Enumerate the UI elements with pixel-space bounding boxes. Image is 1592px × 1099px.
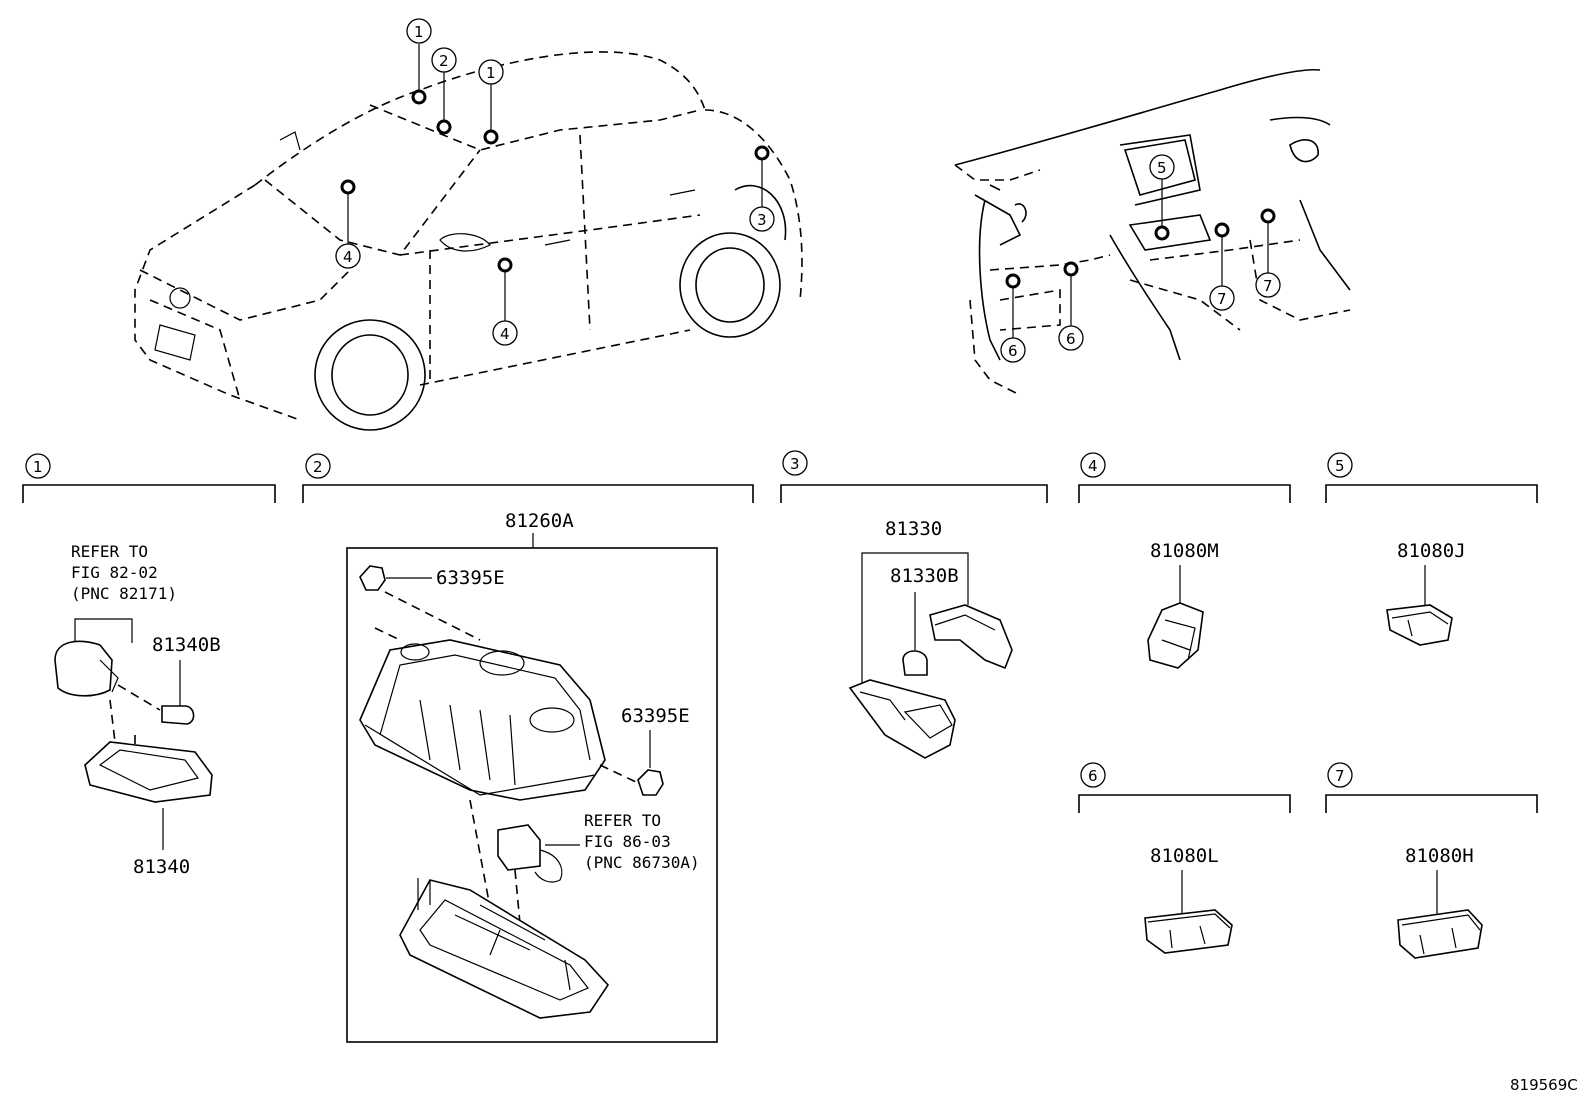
callout-1a: 1 [414,23,424,41]
clip-63395E-a [359,565,386,591]
part-81260A: 81260A [505,510,574,532]
lamp-81330 [848,679,956,759]
part-63395E-b: 63395E [621,705,690,727]
assembly-box-81260A [346,547,718,1043]
cover-81330 [929,604,1013,670]
part-81330: 81330 [885,518,942,540]
group-6-number: 6 [1088,767,1098,785]
g2-refer-line-3: (PNC 86730A) [584,853,700,872]
callout-4a: 4 [343,248,353,266]
group-7: 7 81080H [1325,762,1538,959]
g1-refer-line-1: REFER TO [71,542,148,561]
group-3-number: 3 [790,455,800,473]
group-4: 4 81080M [1078,452,1291,669]
connector-81080L [1144,909,1233,954]
callout-5a: 5 [1157,159,1167,177]
group-2: 2 81260A 63395E 63395E REFER TO FIG 86-0… [302,453,754,1043]
diagram-id: 819569C [1510,1076,1578,1094]
part-63395E-a: 63395E [436,567,505,589]
callout-6b: 6 [1066,330,1076,348]
group-5: 5 81080J [1325,452,1538,646]
part-81080H: 81080H [1405,845,1474,867]
dashboard-callouts: 5 6 6 7 7 [1000,154,1281,363]
part-81330B: 81330B [890,565,959,587]
dome-lamp-housing [359,639,606,801]
callout-7a: 7 [1217,290,1227,308]
callout-3a: 3 [757,211,767,229]
callout-1b: 1 [486,64,496,82]
car-illustration [134,51,803,431]
lens-cover [399,879,610,1019]
callout-4b: 4 [500,325,510,343]
group-2-number: 2 [313,458,323,476]
bulb-81330B [902,650,928,676]
group-1: 1 REFER TO FIG 82-02 (PNC 82171) 81340B … [22,453,276,878]
part-81080J: 81080J [1397,540,1466,562]
part-81340: 81340 [133,856,190,878]
callout-6a: 6 [1008,342,1018,360]
callout-7b: 7 [1263,277,1273,295]
group-7-number: 7 [1335,767,1345,785]
group-3: 3 81330 81330B [780,450,1048,759]
g1-refer-line-2: FIG 82-02 [71,563,158,582]
group-5-number: 5 [1335,457,1345,475]
lamp-81340 [84,741,213,803]
clip-63395E-b [637,769,664,796]
g1-refer-line-3: (PNC 82171) [71,584,177,603]
part-81340B: 81340B [152,634,221,656]
connector-81080J [1386,604,1453,646]
socket-82171 [54,640,113,697]
part-81080M: 81080M [1150,540,1219,562]
g2-refer-line-2: FIG 86-03 [584,832,671,851]
car-callouts: 1 2 1 3 4 4 [335,18,775,346]
connector-86730A [497,824,541,871]
part-81080L: 81080L [1150,845,1219,867]
dashboard-illustration [954,68,1351,396]
callout-2a: 2 [439,52,449,70]
group-6: 6 81080L [1078,762,1291,954]
g2-refer-line-1: REFER TO [584,811,661,830]
group-4-number: 4 [1088,457,1098,475]
group-1-number: 1 [33,458,43,476]
connector-81080M [1147,602,1204,669]
bulb-81340B [161,705,195,725]
